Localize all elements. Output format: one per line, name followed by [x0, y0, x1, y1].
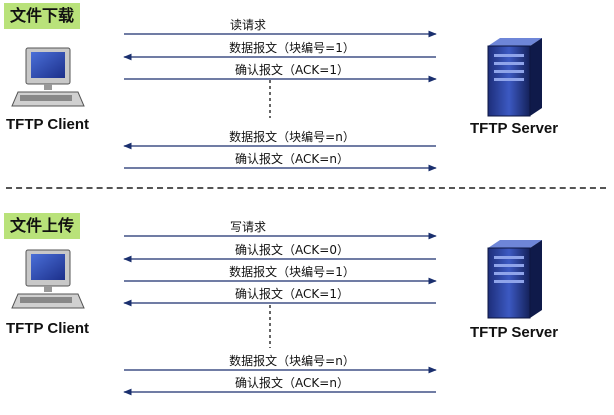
message-label: 读请求	[229, 18, 267, 32]
download-tag: 文件下载	[4, 3, 81, 29]
message-label: 确认报文（ACK=0）	[235, 243, 349, 257]
server-tower-icon	[487, 240, 542, 319]
message-label: 数据报文（块编号=n）	[229, 354, 355, 368]
download-server-label: TFTP Server	[470, 120, 559, 137]
message-label: 数据报文（块编号=1）	[229, 41, 355, 55]
computer-icon	[11, 47, 85, 107]
message-label: 写请求	[229, 220, 267, 234]
upload-tag: 文件上传	[4, 213, 81, 239]
message-label: 确认报文（ACK=1）	[235, 63, 349, 77]
message-label: 确认报文（ACK=1）	[235, 287, 349, 301]
message-label: 确认报文（ACK=n）	[235, 152, 349, 166]
message-label: 确认报文（ACK=n）	[235, 376, 349, 390]
server-tower-icon	[487, 38, 542, 117]
upload-client-label: TFTP Client	[6, 320, 90, 337]
download-arrows	[123, 30, 437, 172]
message-label: 数据报文（块编号=1）	[229, 265, 355, 279]
section-divider	[6, 187, 606, 189]
download-client-label: TFTP Client	[6, 116, 90, 133]
upload-server-label: TFTP Server	[470, 324, 559, 341]
upload-arrows	[123, 232, 437, 396]
computer-icon	[11, 249, 85, 309]
message-label: 数据报文（块编号=n）	[229, 130, 355, 144]
